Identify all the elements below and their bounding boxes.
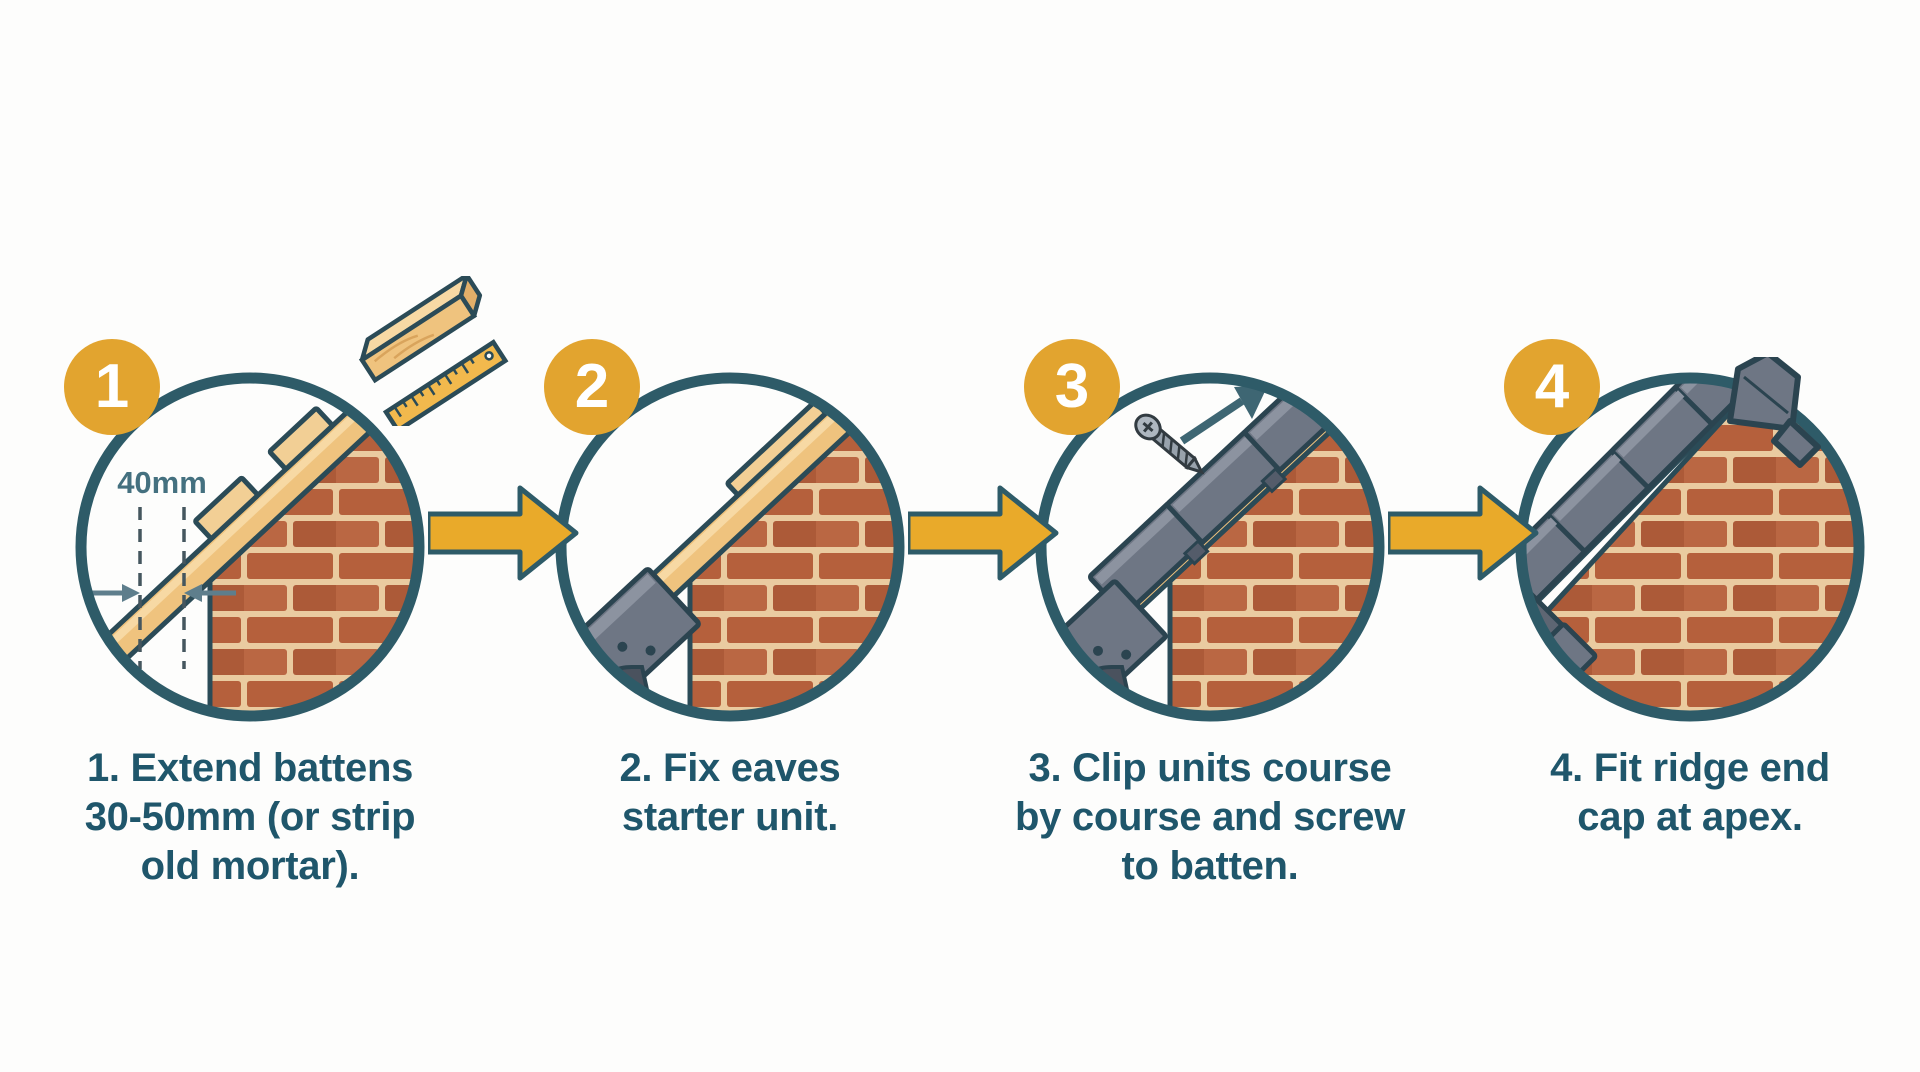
step-1-circle-frame [75, 372, 425, 722]
roof-batten [565, 382, 892, 712]
wood-batten-piece [358, 276, 483, 384]
step-4-badge: 4 [1504, 339, 1600, 435]
step-1-illustration: 40mm [75, 372, 425, 722]
dimension-40mm: 40mm [88, 465, 236, 669]
ridge-end-cap [1727, 357, 1821, 468]
step-2-illustration [555, 372, 905, 722]
step-2-number: 2 [574, 352, 610, 421]
step-3-number: 3 [1054, 352, 1090, 421]
step-2-badge: 2 [544, 339, 640, 435]
dimension-arrows-icon [88, 584, 236, 602]
step-4-caption: 4. Fit ridge end cap at apex. [1550, 746, 1830, 839]
step-4-number: 4 [1534, 352, 1570, 421]
step-2-caption: 2. Fix eaves starter unit. [619, 746, 841, 839]
step-3-caption: 3. Clip units course by course and screw… [1014, 746, 1406, 888]
batten-and-ruler-icon [358, 276, 509, 426]
step-1-number: 1 [94, 352, 130, 421]
slide-direction-arrow-icon [1179, 385, 1268, 445]
step-arrow-icon-1-2 [428, 485, 579, 581]
step-1-caption: 1. Extend battens 30-50mm (or strip old … [84, 746, 416, 888]
batten-extension-blocks [193, 406, 335, 541]
dimension-label: 40mm [117, 465, 207, 500]
verge-units [1525, 382, 1780, 617]
step-3-illustration [1035, 372, 1385, 722]
screw-icon [1134, 413, 1205, 475]
roof-batten [95, 382, 412, 669]
step-arrow-icon-3-4 [1388, 485, 1539, 581]
step-3-badge: 3 [1024, 339, 1120, 435]
step-arrow-icon-2-3 [908, 485, 1059, 581]
ruler-icon [382, 339, 509, 426]
step-1-badge: 1 [64, 339, 160, 435]
step-4-illustration [1515, 357, 1865, 722]
